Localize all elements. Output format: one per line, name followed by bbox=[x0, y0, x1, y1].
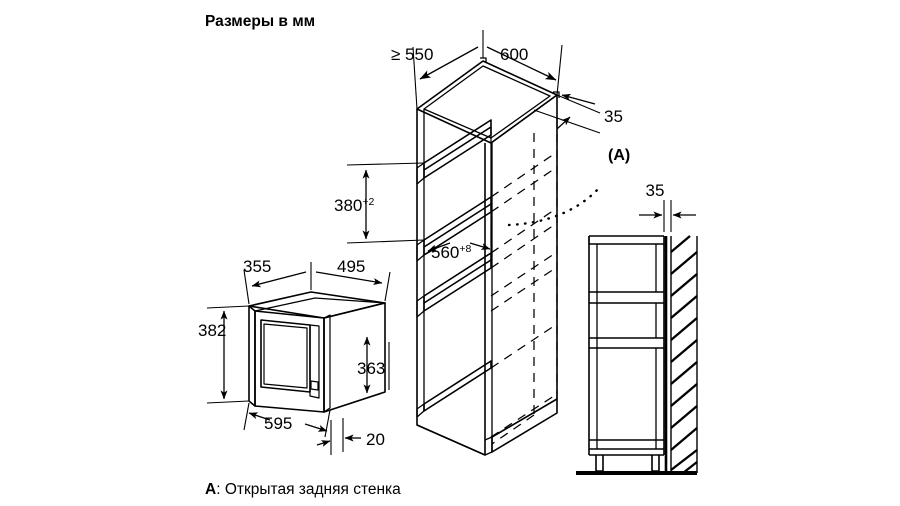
hidden-shelf-3-rear-b bbox=[490, 266, 558, 312]
arrow-495 bbox=[315, 271, 383, 286]
hidden-shelf-2-rear bbox=[490, 207, 558, 254]
ext-382-bottom bbox=[206, 400, 250, 404]
microwave-isometric bbox=[248, 291, 386, 413]
callout-a-label: (A) bbox=[608, 147, 630, 164]
ext-355-left bbox=[243, 269, 250, 305]
arrow-560-left bbox=[427, 242, 451, 252]
section-wall-hatched bbox=[664, 235, 698, 474]
legend-caption: A: Открытая задняя стенка bbox=[205, 481, 401, 498]
arrow-35-iso-lower bbox=[556, 116, 571, 130]
dim-appliance-depth: 355 bbox=[243, 257, 271, 276]
wall-hatching bbox=[670, 235, 698, 474]
dim-appliance-height: 382 bbox=[198, 321, 226, 340]
dim-niche-depth-min: ≥ 550 bbox=[391, 45, 433, 64]
cabinet-hidden-lines bbox=[490, 118, 558, 445]
hidden-shelf-1-rear-b bbox=[490, 166, 558, 213]
microwave-button bbox=[310, 380, 319, 391]
arrow-35-iso-upper bbox=[561, 93, 596, 105]
cabinet-shelf-1-left-cap bbox=[416, 162, 425, 185]
hidden-shelf-1-rear bbox=[490, 151, 558, 198]
arrow-595-right bbox=[304, 423, 328, 432]
arrow-600-to-right bbox=[486, 46, 557, 81]
cabinet-plinth-bottom-front bbox=[416, 424, 486, 456]
ext-382-top bbox=[206, 305, 250, 309]
microwave-control-panel bbox=[309, 324, 320, 399]
microwave-top-inner-edge bbox=[254, 297, 386, 312]
dim-wall-gap-group bbox=[639, 200, 696, 232]
hidden-shelf-3-rear bbox=[490, 251, 558, 297]
dim-appliance-width-group bbox=[243, 402, 331, 438]
arrow-355 bbox=[251, 271, 307, 288]
dim-appliance-body-height: 363 bbox=[357, 359, 385, 378]
arrow-550-to-left bbox=[419, 46, 479, 80]
dim-niche-height-group bbox=[346, 162, 425, 244]
hidden-plinth-rear bbox=[490, 393, 558, 438]
cabinet-shelf-2-front bbox=[423, 204, 492, 256]
dim-niche-width: 600 bbox=[500, 45, 528, 64]
page-title: Размеры в мм bbox=[205, 13, 315, 30]
arrow-20-left bbox=[316, 440, 331, 447]
ext-380-bottom bbox=[346, 239, 425, 244]
cabinet-top-notch-left bbox=[480, 57, 487, 63]
dim-niche-top-group bbox=[412, 30, 563, 110]
ext-595-right bbox=[324, 409, 331, 438]
side-section-view bbox=[588, 235, 665, 472]
hidden-shelf-2-rear-b bbox=[490, 222, 558, 269]
dim-appliance-width: 595 bbox=[264, 414, 292, 433]
arrow-560-right bbox=[469, 242, 491, 250]
hidden-rear-to-plinth bbox=[491, 414, 535, 445]
microwave-door-window-inner bbox=[263, 323, 308, 389]
dim-back-gap-iso: 35 bbox=[604, 107, 623, 126]
dim-niche-height: 380+2 bbox=[334, 196, 375, 215]
cabinet-shelf-3-left-cap bbox=[416, 295, 425, 318]
cabinet-top-rear-edge bbox=[490, 94, 558, 144]
hidden-bottom-rear bbox=[490, 323, 558, 369]
dim-appliance-body-height-group bbox=[363, 336, 390, 394]
dim-appliance-height-group bbox=[206, 305, 250, 404]
dim-front-overhang-group bbox=[316, 418, 361, 455]
cabinet-top-panel-inner bbox=[423, 65, 551, 139]
dim-wall-gap: 35 bbox=[646, 181, 665, 200]
microwave-right-side bbox=[323, 302, 386, 413]
cabinet-shelf-3-front bbox=[423, 260, 492, 312]
cabinet-shelf-2-left-cap bbox=[416, 239, 425, 262]
ext-line-600-right bbox=[556, 44, 563, 96]
dim-back-gap-iso-group bbox=[533, 93, 601, 134]
ext-line-550-left bbox=[412, 46, 418, 110]
ext-595-left bbox=[243, 402, 250, 431]
microwave-door-edge bbox=[323, 314, 331, 413]
dim-niche-inner-width-group bbox=[423, 225, 492, 256]
cabinet-plinth-side bbox=[491, 398, 558, 453]
cabinet-niche-isometric bbox=[416, 57, 560, 456]
dim-front-overhang: 20 bbox=[366, 430, 385, 449]
dim-microwave-top-group bbox=[243, 262, 391, 305]
dim-appliance-body-depth: 495 bbox=[337, 257, 365, 276]
ext-380-top bbox=[346, 162, 425, 166]
ext-495-right bbox=[384, 271, 391, 302]
dim-niche-inner-width: 560+8 bbox=[431, 243, 472, 262]
arrow-595-left bbox=[248, 412, 271, 421]
